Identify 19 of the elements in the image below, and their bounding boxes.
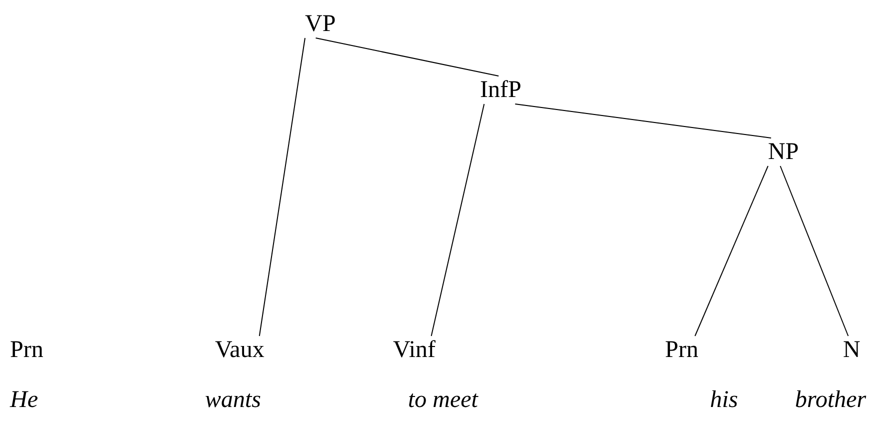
tree-branch-line bbox=[694, 166, 768, 336]
category-label: Vinf bbox=[393, 336, 436, 364]
category-label: NP bbox=[768, 138, 799, 166]
word-label: to meet bbox=[408, 386, 478, 414]
tree-branch-line bbox=[258, 38, 306, 336]
word-label: He bbox=[10, 386, 38, 414]
word-label: brother bbox=[795, 386, 866, 414]
word-label: wants bbox=[205, 386, 262, 414]
tree-branch-line bbox=[514, 104, 772, 138]
category-label: InfP bbox=[480, 76, 522, 104]
tree-branch-line bbox=[430, 104, 485, 336]
category-label: Prn bbox=[665, 336, 698, 364]
tree-branch-line bbox=[315, 38, 500, 76]
word-label: his bbox=[710, 386, 738, 414]
category-label: Vaux bbox=[215, 336, 264, 364]
category-label: N bbox=[843, 336, 860, 364]
tree-branch-line bbox=[780, 166, 849, 336]
category-label: VP bbox=[305, 10, 336, 38]
category-label: Prn bbox=[10, 336, 44, 364]
